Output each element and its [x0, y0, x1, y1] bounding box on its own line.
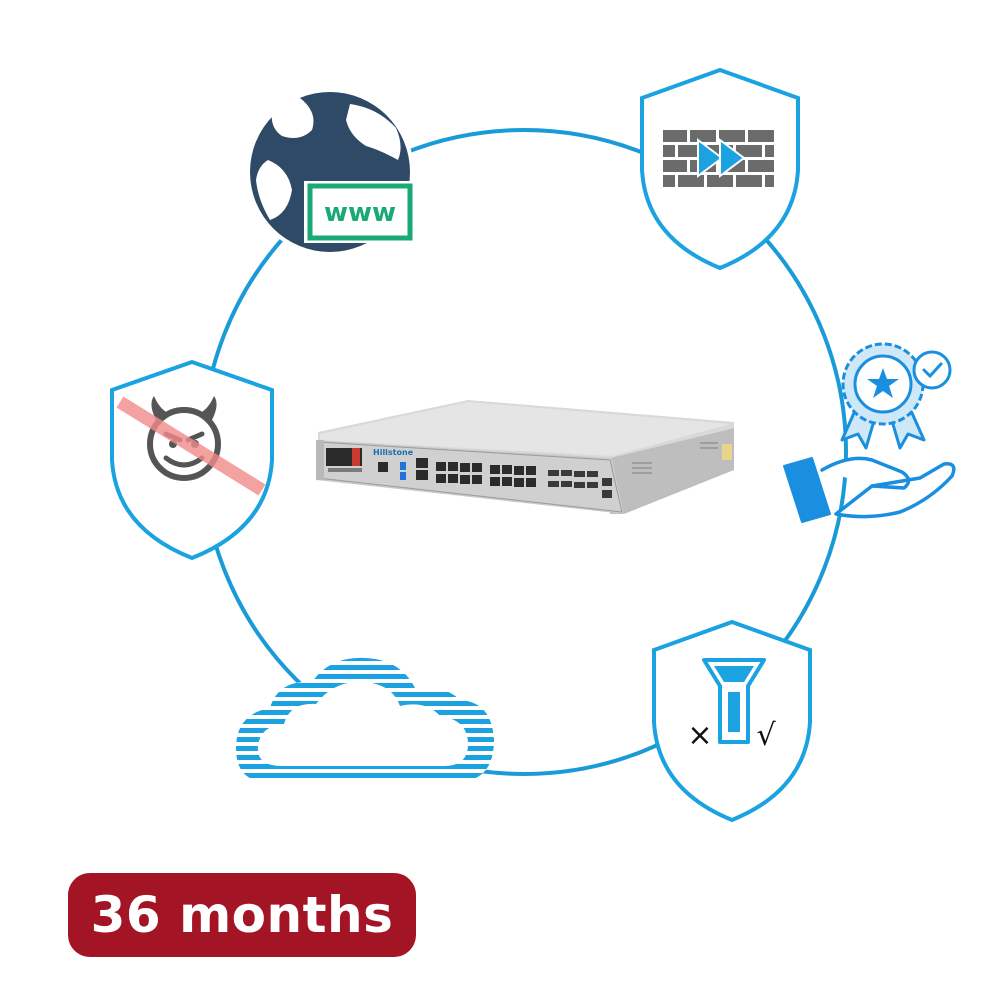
certified-hand-icon [783, 342, 956, 523]
firewall-appliance: Hillstone [316, 400, 734, 514]
accept-mark: √ [756, 718, 776, 753]
cloud-icon [236, 657, 494, 782]
reject-mark: × [687, 718, 712, 753]
anti-malware-shield-icon [110, 359, 274, 561]
www-label: www [324, 198, 396, 228]
device-brand: Hillstone [373, 448, 414, 457]
firewall-shield-icon [640, 67, 800, 271]
duration-badge: 36 months [68, 873, 416, 957]
globe-www-icon: www [246, 88, 416, 256]
filter-shield-icon: × √ [652, 619, 812, 823]
